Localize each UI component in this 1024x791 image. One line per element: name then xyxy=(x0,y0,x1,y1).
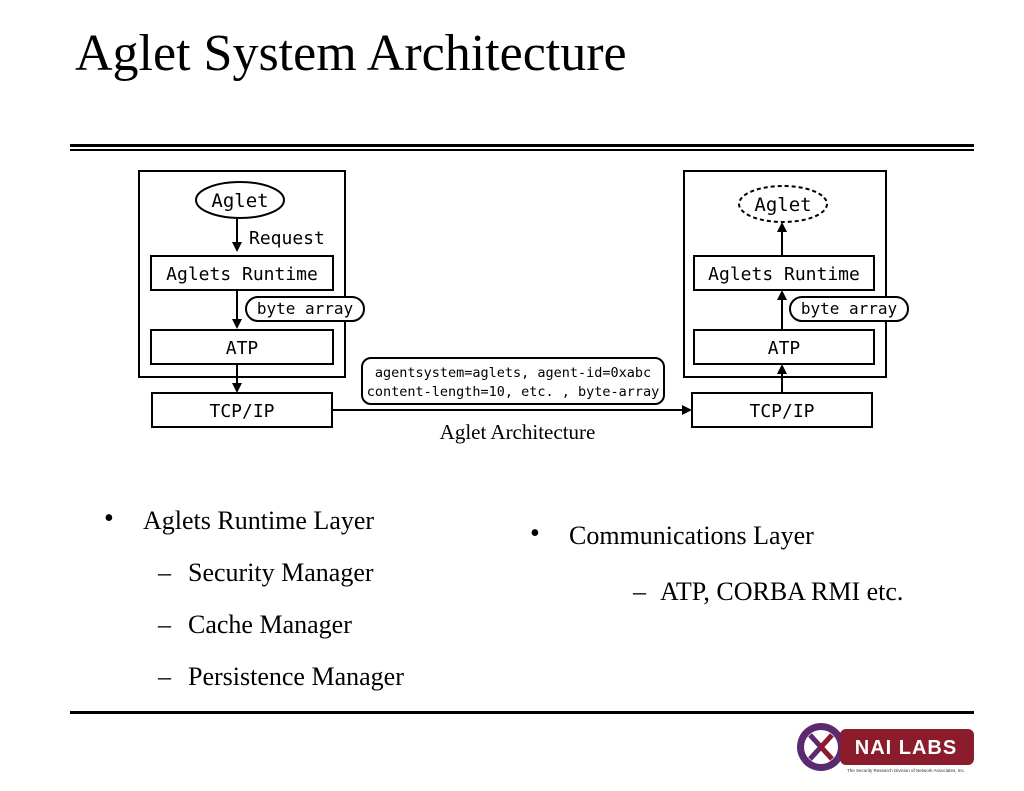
right-container xyxy=(683,170,887,378)
right-atp-box xyxy=(693,329,875,365)
diagram-caption: Aglet Architecture xyxy=(439,420,596,444)
right-bytearray-label: byte array xyxy=(801,299,898,318)
footer-divider xyxy=(70,711,974,714)
logo-tagline: The Security Research Division of Networ… xyxy=(847,768,965,773)
left-aglet-label: Aglet xyxy=(211,190,268,212)
left-atp-box xyxy=(150,329,334,365)
left-atp-label: ATP xyxy=(226,338,259,359)
request-label: Request xyxy=(249,228,325,249)
message-box xyxy=(361,357,665,405)
left-runtime-box xyxy=(150,255,334,291)
right-sub-dash: – xyxy=(633,577,646,606)
nai-labs-logo: NAI LABS The Security Research Division … xyxy=(797,723,974,773)
left-container xyxy=(138,170,346,378)
right-tcpip-label: TCP/IP xyxy=(749,401,814,422)
slide-title: Aglet System Architecture xyxy=(75,25,627,82)
left-bytearray-badge xyxy=(245,296,365,322)
right-bullet-heading: Communications Layer xyxy=(569,521,814,550)
logo-text: NAI LABS xyxy=(855,737,957,759)
left-subitem: Persistence Manager xyxy=(188,662,404,691)
left-runtime-label: Aglets Runtime xyxy=(166,264,318,285)
left-aglet-node xyxy=(195,181,285,219)
left-bullet-heading: Aglets Runtime Layer xyxy=(143,506,375,535)
left-sub-dash: – xyxy=(158,662,171,691)
right-bytearray-badge xyxy=(789,296,909,322)
left-subitem: Security Manager xyxy=(188,558,374,587)
title-divider-thin xyxy=(70,149,974,151)
left-bytearray-label: byte array xyxy=(257,299,354,318)
bullet-marker: • xyxy=(530,518,540,549)
title-divider xyxy=(70,144,974,147)
left-tcpip-label: TCP/IP xyxy=(209,401,274,422)
right-runtime-label: Aglets Runtime xyxy=(708,264,860,285)
message-line-2: content-length=10, etc. , byte-array xyxy=(367,384,660,400)
right-aglet-label: Aglet xyxy=(754,194,811,216)
right-tcpip-box xyxy=(691,392,873,428)
message-line-1: agentsystem=aglets, agent-id=0xabc xyxy=(375,365,651,381)
left-sub-dash: – xyxy=(158,610,171,639)
bullet-marker: • xyxy=(104,503,114,534)
left-sub-dash: – xyxy=(158,558,171,587)
right-runtime-box xyxy=(693,255,875,291)
right-subitem: ATP, CORBA RMI etc. xyxy=(660,577,904,606)
left-subitem: Cache Manager xyxy=(188,610,352,639)
right-atp-label: ATP xyxy=(768,338,801,359)
